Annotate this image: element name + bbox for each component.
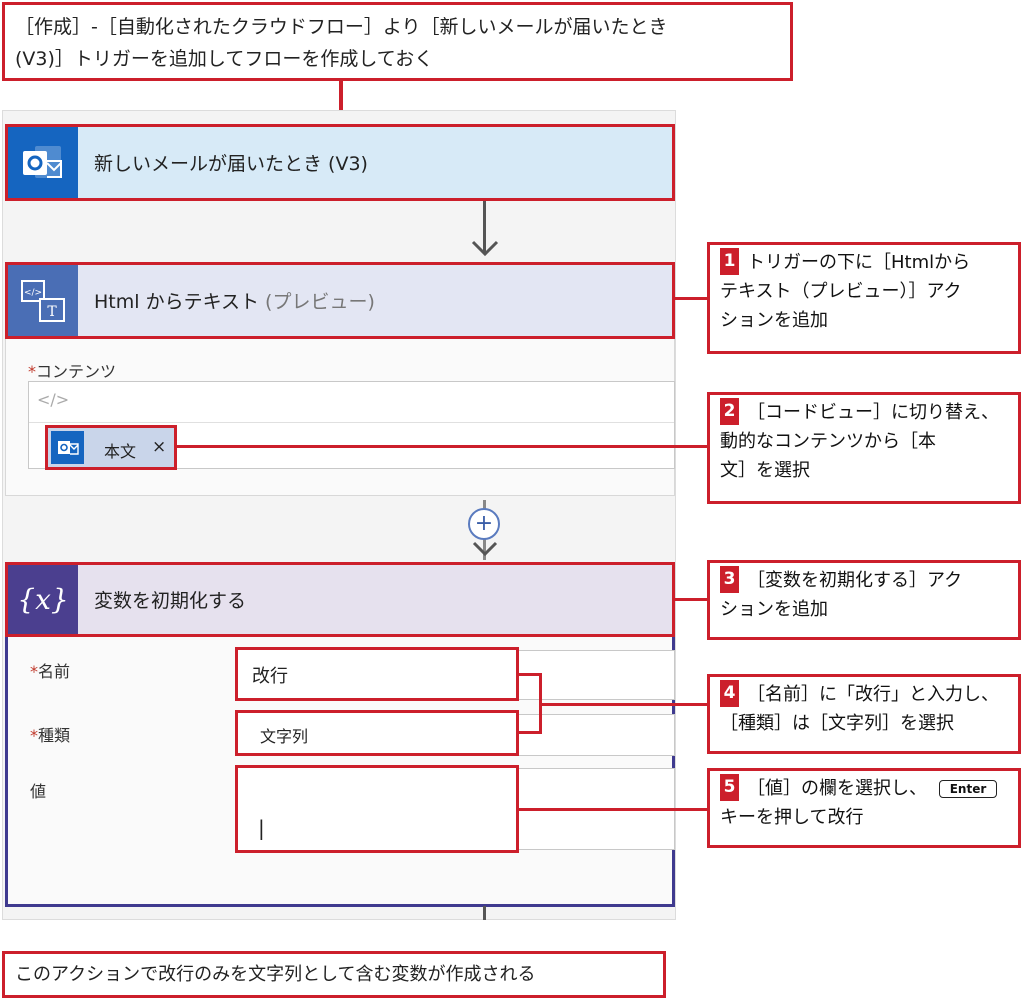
callout-4-number: 4 bbox=[720, 680, 739, 707]
callout-2-number: 2 bbox=[720, 398, 739, 425]
callout-2-line3: 文］を選択 bbox=[720, 460, 810, 481]
plus-icon: + bbox=[474, 511, 494, 536]
svg-text:T: T bbox=[47, 304, 57, 320]
callout1-connector bbox=[675, 297, 707, 300]
svg-text:</>: </> bbox=[24, 288, 42, 298]
connector-line bbox=[483, 906, 486, 920]
value-label: 値 bbox=[30, 778, 46, 802]
add-step-button[interactable]: + bbox=[468, 508, 500, 540]
callout-5-line2: キーを押して改行 bbox=[720, 807, 864, 828]
text-cursor: | bbox=[258, 816, 265, 840]
callout-5-number: 5 bbox=[720, 774, 739, 801]
value-label-text: 値 bbox=[30, 782, 47, 801]
variable-icon: {x} bbox=[8, 565, 78, 634]
callout-1-line3: ションを追加 bbox=[720, 310, 828, 331]
callout-4-line2: ［種類］は［文字列］を選択 bbox=[720, 713, 954, 734]
callout-3-number: 3 bbox=[720, 566, 739, 593]
bottom-note: このアクションで改行のみを文字列として含む変数が作成される bbox=[2, 951, 666, 998]
html-action-title: Html からテキスト (プレビュー) bbox=[78, 287, 375, 314]
value-input[interactable]: | bbox=[235, 765, 519, 853]
html-action-header[interactable]: </> T Html からテキスト (プレビュー) bbox=[5, 262, 675, 339]
html-action-title-main: Html からテキスト bbox=[94, 291, 259, 313]
code-view-toggle[interactable]: </> bbox=[37, 390, 70, 409]
callout-5-line1: ［値］の欄を選択し、 bbox=[747, 778, 927, 799]
callout-4-line1: ［名前］に「改行」と入力し、 bbox=[747, 684, 999, 705]
callout-3-line1: ［変数を初期化する］アク bbox=[747, 570, 963, 591]
callout-2-line1: ［コードビュー］に切り替え、 bbox=[747, 402, 999, 423]
callout-2-line2: 動的なコンテンツから［本 bbox=[720, 431, 936, 452]
variable-action-header[interactable]: {x} 変数を初期化する bbox=[5, 562, 675, 637]
top-note: ［作成］-［自動化されたクラウドフロー］より［新しいメールが届いたとき (V3)… bbox=[2, 2, 793, 81]
top-note-connector bbox=[339, 81, 343, 127]
html-to-text-icon: </> T bbox=[8, 265, 78, 336]
callout4-connector-h2 bbox=[519, 731, 541, 734]
enter-key-icon: Enter bbox=[938, 780, 998, 798]
callout4-connector-h3 bbox=[539, 703, 707, 706]
body-token-outlook-icon bbox=[51, 431, 84, 464]
callout-3-line2: ションを追加 bbox=[720, 599, 828, 620]
callout-1-line1: トリガーの下に［Htmlから bbox=[747, 252, 971, 273]
html-action-title-suffix: (プレビュー) bbox=[265, 291, 375, 313]
connector-arrow-icon bbox=[470, 238, 500, 260]
callout4-connector-h1 bbox=[519, 673, 541, 676]
name-label-text: 名前 bbox=[38, 662, 71, 681]
callout5-connector bbox=[519, 808, 707, 811]
top-note-line2: (V3)］トリガーを追加してフローを作成しておく bbox=[15, 48, 434, 70]
variable-icon-text: {x} bbox=[17, 583, 69, 616]
content-label-text: コンテンツ bbox=[36, 362, 117, 381]
callout-1-line2: テキスト（プレビュー）］アク bbox=[720, 281, 962, 302]
callout-1: 1 トリガーの下に［Htmlから テキスト（プレビュー）］アク ションを追加 bbox=[707, 242, 1021, 354]
type-select[interactable]: 文字列 bbox=[235, 710, 519, 756]
callout3-connector bbox=[675, 598, 707, 601]
callout-4: 4 ［名前］に「改行」と入力し、 ［種類］は［文字列］を選択 bbox=[707, 674, 1021, 754]
connector-arrow-icon bbox=[471, 541, 499, 559]
content-label: *コンテンツ bbox=[28, 362, 117, 381]
callout-1-number: 1 bbox=[720, 248, 739, 275]
body-token-label: 本文 bbox=[104, 442, 137, 461]
body-token-close-icon[interactable]: × bbox=[152, 437, 167, 457]
trigger-title: 新しいメールが届いたとき (V3) bbox=[94, 153, 368, 175]
callout-2: 2 ［コードビュー］に切り替え、 動的なコンテンツから［本 文］を選択 bbox=[707, 392, 1021, 504]
type-label-text: 種類 bbox=[38, 726, 71, 745]
bottom-note-text: このアクションで改行のみを文字列として含む変数が作成される bbox=[15, 964, 536, 985]
connector-line bbox=[483, 200, 486, 252]
name-input-value: 改行 bbox=[252, 666, 288, 687]
callout-5: 5 ［値］の欄を選択し、 Enter キーを押して改行 bbox=[707, 768, 1021, 848]
trigger-card[interactable]: 新しいメールが届いたとき (V3) bbox=[5, 124, 675, 201]
callout-3: 3 ［変数を初期化する］アク ションを追加 bbox=[707, 560, 1021, 640]
callout2-connector bbox=[177, 445, 707, 448]
top-note-line1: ［作成］-［自動化されたクラウドフロー］より［新しいメールが届いたとき bbox=[15, 16, 668, 38]
type-select-value: 文字列 bbox=[260, 727, 309, 746]
name-label: *名前 bbox=[30, 662, 71, 681]
body-token[interactable]: 本文 × bbox=[45, 425, 177, 470]
variable-action-title: 変数を初期化する bbox=[94, 590, 247, 612]
type-label: *種類 bbox=[30, 726, 71, 745]
outlook-icon bbox=[8, 127, 78, 198]
name-input[interactable]: 改行 bbox=[235, 647, 519, 701]
